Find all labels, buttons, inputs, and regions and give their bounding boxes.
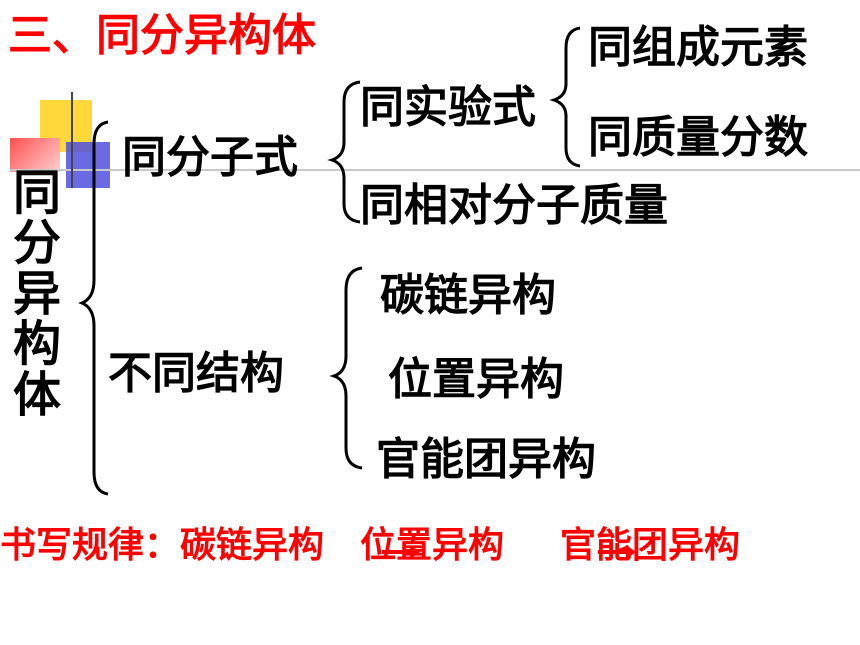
same-relative-mass-label: 同相对分子质量 (360, 180, 668, 231)
empirical-brace (549, 26, 581, 168)
same-formula-brace (327, 80, 361, 224)
same-elements-label: 同组成元素 (588, 22, 808, 73)
same-mass-fraction-label: 同质量分数 (588, 112, 808, 163)
rule-step-1: 碳链异构 (180, 525, 325, 566)
same-formula-label: 同分子式 (122, 132, 298, 183)
functional-group-label: 官能团异构 (376, 434, 596, 485)
rule-step-2: 位置异构 (360, 525, 505, 566)
empirical-label: 同实验式 (360, 82, 536, 133)
root-brace (78, 120, 109, 496)
slide-title: 三、同分异构体 (8, 10, 316, 61)
arrow-right-icon (598, 545, 636, 559)
writing-rule-line: 书写规律：碳链异构位置异构 官能团异构 (0, 528, 740, 564)
rule-label: 书写规律： (0, 525, 181, 566)
arrow-right-icon (382, 545, 420, 559)
rule-step-3: 官能团异构 (560, 525, 741, 566)
carbon-chain-label: 碳链异构 (380, 270, 556, 321)
diff-structure-brace (329, 266, 363, 470)
root-label: 同分异构体 (12, 165, 61, 423)
diff-structure-label: 不同结构 (108, 348, 284, 399)
pink-deco-square (10, 138, 60, 172)
position-label: 位置异构 (388, 354, 564, 405)
blue-deco-square (66, 142, 110, 188)
